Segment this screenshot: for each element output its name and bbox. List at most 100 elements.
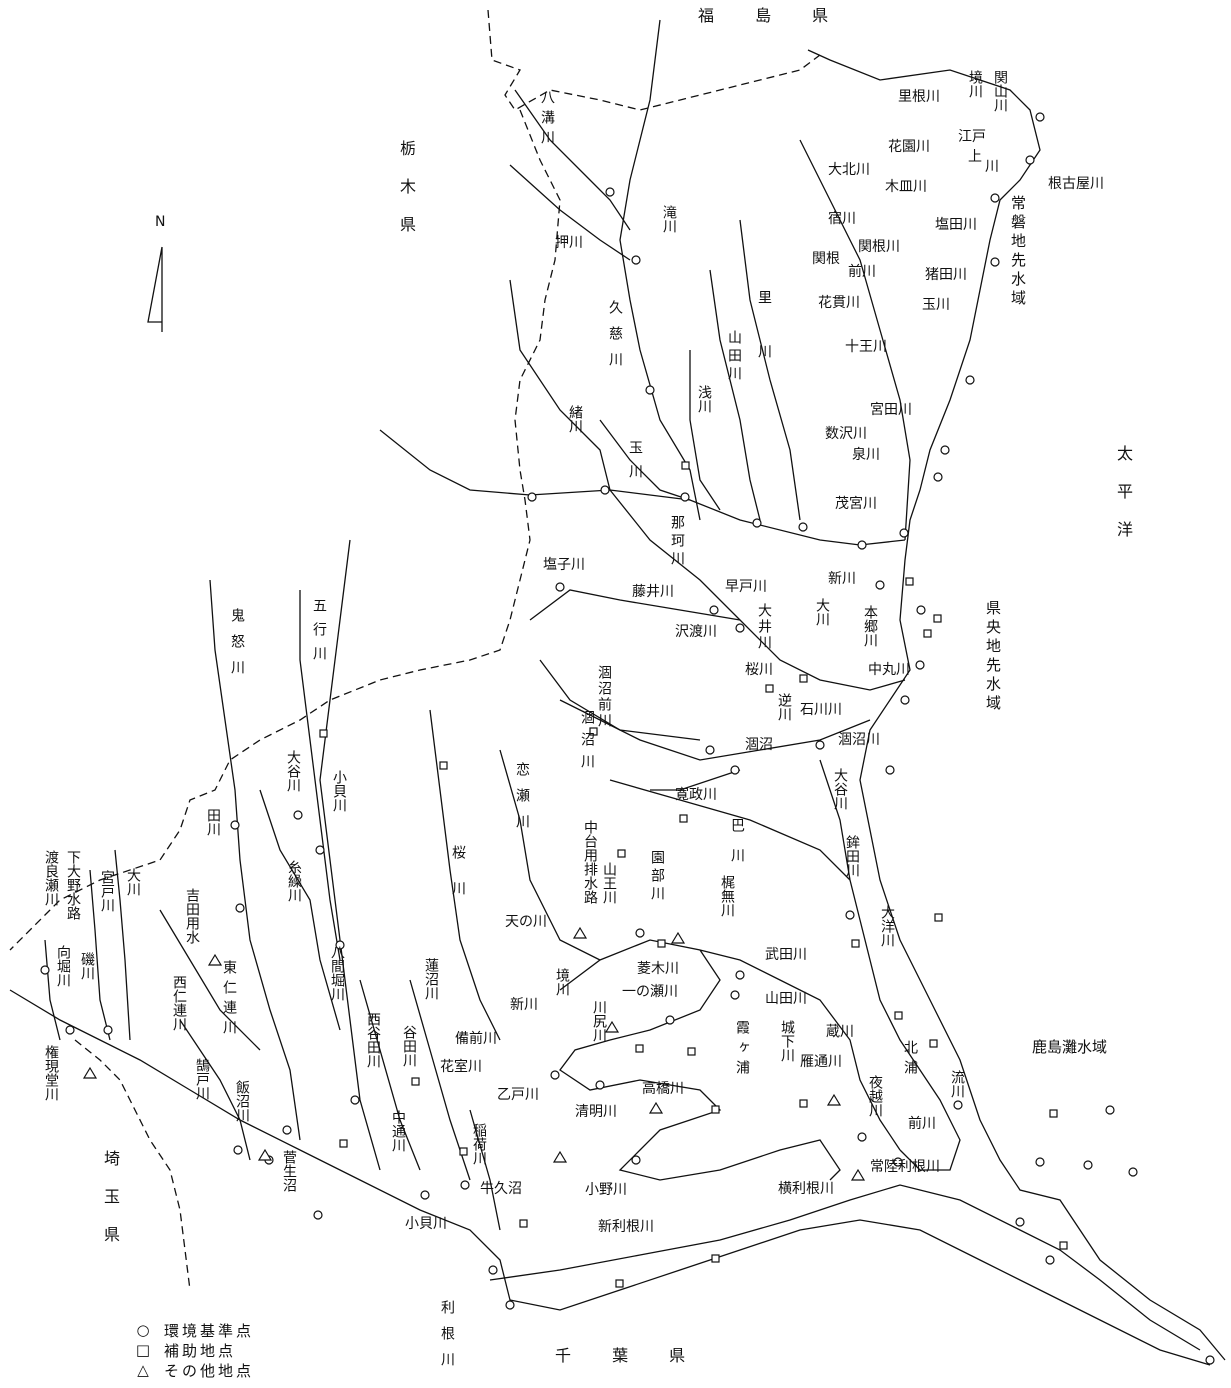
river-label: 蓮沼川 bbox=[423, 958, 439, 1000]
river-label: 十王川 bbox=[845, 339, 887, 355]
river-label: 数沢川 bbox=[825, 426, 867, 442]
river-label: 山田川 bbox=[765, 991, 807, 1007]
river-label: 一の瀬川 bbox=[622, 984, 678, 1000]
river-label: 中台用排水路 bbox=[582, 820, 598, 904]
river-label: 飯沼川 bbox=[234, 1080, 250, 1122]
river-label: 新川 bbox=[828, 571, 856, 587]
river-label: 園部川 bbox=[649, 850, 665, 904]
river-label: 山王川 bbox=[601, 862, 617, 904]
river-label: 大谷川 bbox=[285, 750, 301, 792]
map-legend: ○ 環境基準点 □ 補助地点 △ その他地点 bbox=[132, 1320, 254, 1380]
river-label: 前川 bbox=[848, 264, 876, 280]
river-label: 牛久沼 bbox=[480, 1181, 522, 1197]
river-label: 上 bbox=[968, 149, 982, 165]
boundary-tochigi bbox=[9, 109, 561, 951]
river-label: 大川 bbox=[125, 868, 141, 896]
river-label: 横利根川 bbox=[778, 1181, 834, 1197]
river-label: 利根川 bbox=[439, 1300, 455, 1378]
river-label: 里根川 bbox=[898, 89, 940, 105]
prefecture-saitama: 埼玉県 bbox=[101, 1150, 120, 1264]
square-icon: □ bbox=[135, 1341, 151, 1359]
river-label: 関根川 bbox=[858, 239, 900, 255]
river-label: 菱木川 bbox=[637, 961, 679, 977]
river-label: 城下川 bbox=[779, 1020, 795, 1062]
river-label: 藤井川 bbox=[632, 584, 674, 600]
river-label: 宮戸川 bbox=[99, 870, 115, 912]
river-label: 新利根川 bbox=[598, 1219, 654, 1235]
river-label: 久慈川 bbox=[607, 300, 623, 378]
river-label: 権現堂川 bbox=[43, 1045, 59, 1101]
river-label: 宮田川 bbox=[870, 402, 912, 418]
triangle-icon: △ bbox=[137, 1361, 149, 1379]
river-label: 田川 bbox=[205, 808, 221, 836]
river-label: 小貝川 bbox=[405, 1216, 447, 1232]
legend-row-square: □ 補助地点 bbox=[132, 1340, 254, 1360]
river-label: 武田川 bbox=[765, 947, 807, 963]
sea-pacific: 太平洋 bbox=[1114, 445, 1133, 559]
sea-kenou: 県央地先水域 bbox=[984, 600, 1002, 714]
river-label: 大川 bbox=[814, 598, 830, 626]
river-label: 木皿川 bbox=[885, 179, 927, 195]
tone-river bbox=[9, 989, 1211, 1366]
boundary-saitama bbox=[74, 1039, 191, 1291]
river-label: 猪田川 bbox=[925, 267, 967, 283]
river-label: 糸繰川 bbox=[286, 860, 302, 902]
river-label: 涸沼 bbox=[745, 737, 773, 753]
river-label: 大井川 bbox=[756, 603, 772, 651]
river-label: 涸沼川 bbox=[838, 732, 880, 748]
river-label: 天の川 bbox=[505, 914, 547, 930]
river-label: 押川 bbox=[555, 235, 583, 251]
coastline bbox=[807, 49, 1226, 1361]
river-label: 石川川 bbox=[800, 702, 842, 718]
river-label: 浅川 bbox=[696, 385, 712, 413]
circle-icon: ○ bbox=[136, 1321, 150, 1339]
prefecture-tochigi: 栃木県 bbox=[397, 140, 416, 254]
river-label: 八溝川 bbox=[539, 90, 555, 150]
river-label: 渡良瀬川 bbox=[43, 850, 59, 906]
river-label: 磯川 bbox=[79, 952, 95, 980]
river-label: 鵠戸川 bbox=[194, 1058, 210, 1100]
river-label: 下大野水路 bbox=[65, 850, 81, 920]
river-label: 桜川 bbox=[745, 662, 773, 678]
river-label: 桜川 bbox=[450, 845, 466, 917]
river-label: 東仁連川 bbox=[221, 960, 237, 1040]
river-label: 霞ヶ浦 bbox=[734, 1020, 750, 1080]
river-label: 川尻川 bbox=[591, 1000, 607, 1042]
river-label: 花貫川 bbox=[818, 295, 860, 311]
river-label: 常陸利根川 bbox=[870, 1159, 940, 1175]
river-label: 根古屋川 bbox=[1048, 176, 1104, 192]
north-label: N bbox=[155, 214, 166, 230]
river-label: 花園川 bbox=[888, 139, 930, 155]
river-label: 宿川 bbox=[828, 211, 856, 227]
river-label: 前川 bbox=[908, 1116, 936, 1132]
river-label: 向堀川 bbox=[55, 945, 71, 987]
river-label: 川 bbox=[985, 159, 999, 175]
river-label: 山田川 bbox=[726, 330, 742, 384]
river-label: 雁通川 bbox=[800, 1054, 842, 1070]
river-label: 乙戸川 bbox=[497, 1087, 539, 1103]
river-label: 小野川 bbox=[585, 1182, 627, 1198]
river-label: 寛政川 bbox=[675, 787, 717, 803]
river-label: 吉田用水 bbox=[184, 888, 200, 944]
river-label: 稲荷川 bbox=[471, 1123, 487, 1165]
boundary-fukushima bbox=[487, 9, 821, 111]
river-label: 鉾田川 bbox=[844, 835, 860, 877]
river-label: 本郷川 bbox=[862, 605, 878, 647]
river-label: 玉川 bbox=[627, 440, 643, 488]
legend-label: その他地点 bbox=[164, 1361, 255, 1380]
river-label: 花室川 bbox=[440, 1059, 482, 1075]
river-label: 清明川 bbox=[575, 1104, 617, 1120]
river-label: 西谷田川 bbox=[365, 1012, 381, 1068]
river-label: 里川 bbox=[756, 290, 772, 398]
river-label: 谷田川 bbox=[401, 1025, 417, 1067]
river-label: 関根 bbox=[812, 251, 840, 267]
river-label: 菅生沼 bbox=[281, 1150, 297, 1192]
river-label: 五行川 bbox=[311, 598, 327, 670]
river-label: 塩子川 bbox=[543, 557, 585, 573]
river-label: 塩田川 bbox=[935, 217, 977, 233]
river-label: 逆川 bbox=[776, 693, 792, 721]
river-label: 西仁連川 bbox=[171, 975, 187, 1031]
prefecture-fukushima: 福 島 県 bbox=[698, 6, 847, 25]
river-label: 早戸川 bbox=[725, 579, 767, 595]
